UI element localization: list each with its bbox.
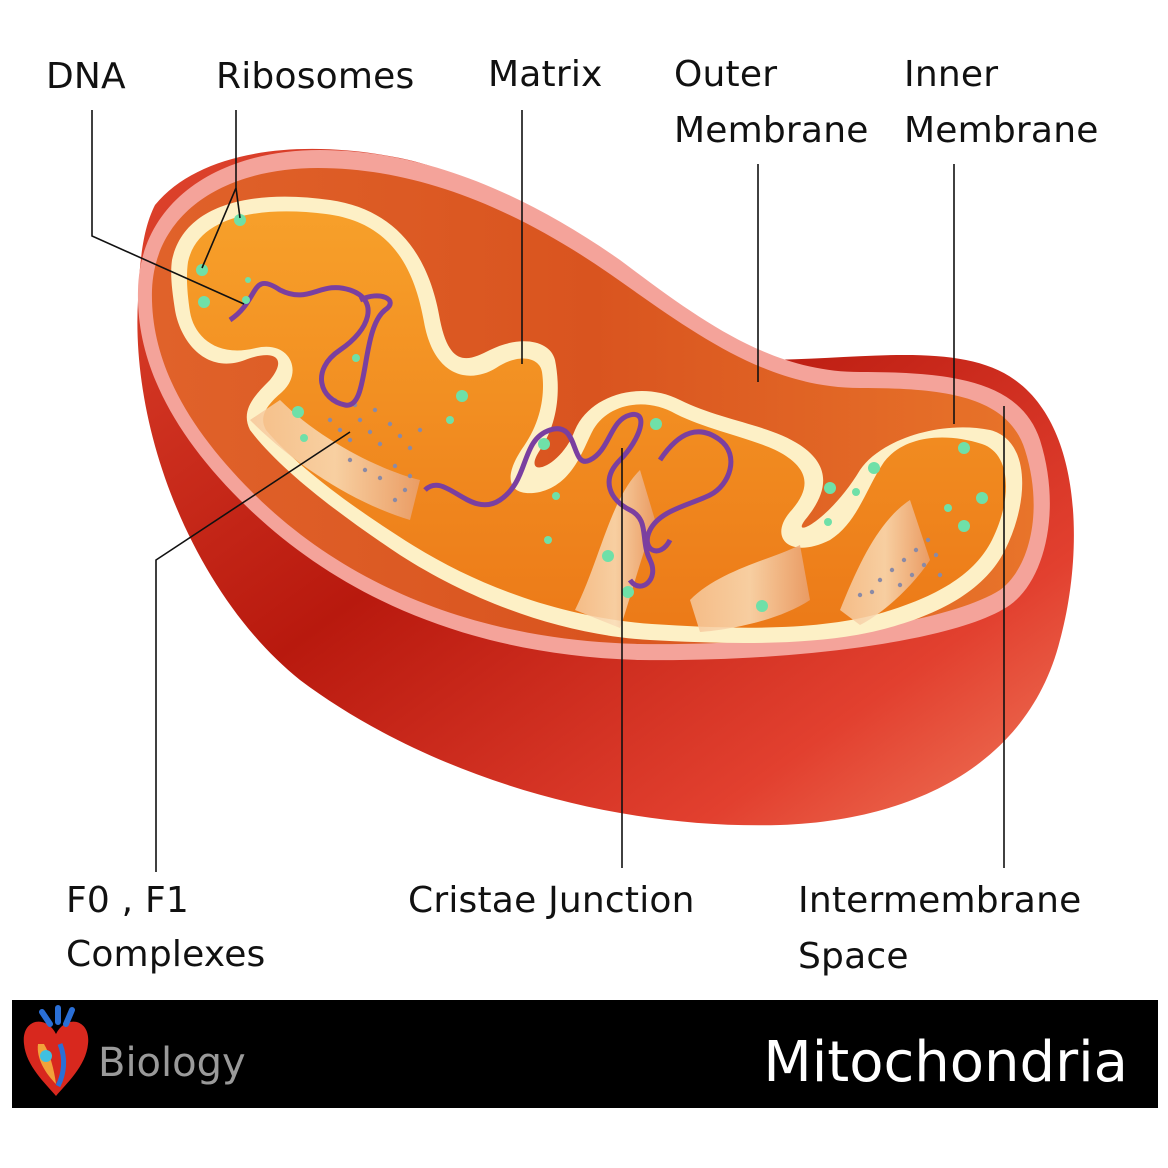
dna-strand-1 [228,281,393,408]
label-matrix: Matrix [488,54,603,95]
label-outer-membrane-line2: Membrane [674,110,869,151]
leader-ribosomes-b [235,187,241,219]
label-inner-membrane-line2: Membrane [904,110,1099,151]
leader-lines [91,110,1005,872]
label-cristae-junction: Cristae Junction [408,880,695,921]
footer-title: Mitochondria [763,1030,1128,1095]
footer-banner [12,1000,1158,1108]
label-f0f1-line2: Complexes [66,934,266,975]
matrix [186,211,1006,628]
label-intermembrane-line1: Intermembrane [798,880,1082,921]
dna-strand-2 [423,412,656,589]
label-ribosomes: Ribosomes [216,56,415,97]
crista-fold-3 [690,545,810,632]
crista-fold-2 [575,470,655,628]
label-outer-membrane-line1: Outer [674,54,778,95]
leader-f0f1 [155,431,351,872]
label-intermembrane-line2: Space [798,936,909,977]
f0f1-complex-dots [327,397,943,598]
label-f0f1-line1: F0 , F1 [66,880,189,921]
label-dna: DNA [46,56,126,97]
footer-subject: Biology [98,1040,246,1086]
label-inner-membrane-line1: Inner [904,54,999,95]
crista-fold-4 [840,500,930,625]
heart-icon [23,1005,89,1096]
dna-strand-3 [644,429,734,554]
ribosomes [196,214,988,612]
crista-fold-1 [250,400,420,520]
leader-dna [91,110,245,305]
